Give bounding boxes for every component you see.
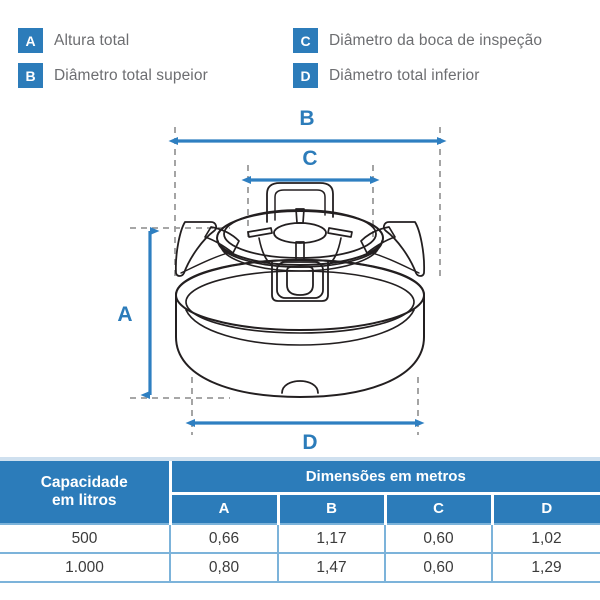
support-leg-right-arm: [360, 226, 396, 254]
hatch-lid-disc: [223, 209, 377, 259]
table-top-rule: [0, 457, 600, 461]
hatch-slot-left: [247, 227, 273, 238]
cell-c: 0,60: [385, 523, 493, 553]
dimension-labels: B C A D: [117, 107, 317, 454]
cell-d: 1,29: [492, 552, 600, 583]
legend-item-b: B Diâmetro total supeior: [18, 63, 208, 88]
cell-b: 1,17: [278, 523, 386, 553]
header-capacity-line2: em litros: [51, 492, 117, 509]
header-col-a: A: [170, 493, 280, 524]
inspection-hatch: [216, 182, 384, 272]
tank-body-outline: [175, 259, 425, 398]
legend-label-c: Diâmetro da boca de inspeção: [329, 31, 543, 49]
tank-dimension-drawing: B C A D: [117, 107, 447, 454]
dimension-label-d: D: [302, 431, 317, 454]
legend: A Altura total B Diâmetro total supeior …: [0, 0, 600, 105]
cell-c: 0,60: [385, 552, 493, 583]
cell-d: 1,02: [492, 523, 600, 553]
cell-capacity: 500: [0, 523, 171, 553]
support-leg-right-fin: [382, 221, 426, 277]
support-leg-left-fin: [174, 221, 218, 277]
table-row: 500 0,66 1,17 0,60 1,02: [0, 523, 600, 553]
hatch-handle: [266, 182, 334, 223]
cell-b: 1,47: [278, 552, 386, 583]
dimension-label-c: C: [302, 147, 317, 170]
support-leg-left-arm: [204, 226, 240, 254]
support-leg-left: [174, 221, 240, 277]
legend-item-a: A Altura total: [18, 28, 129, 53]
dimension-label-b: B: [299, 107, 314, 130]
legend-label-b: Diâmetro total supeior: [54, 66, 208, 84]
hatch-handle-inner: [274, 189, 326, 221]
table-row: 1.000 0,80 1,47 0,60 1,29: [0, 552, 600, 583]
legend-item-d: D Diâmetro total inferior: [293, 63, 479, 88]
table-header-row-1: Capacidade em litros Dimensões em metros: [0, 461, 600, 524]
legend-item-c: C Diâmetro da boca de inspeção: [293, 28, 542, 53]
tank-shoulder-band: [185, 309, 415, 346]
bottom-outlet-dome: [281, 380, 319, 394]
header-col-d: D: [492, 493, 600, 524]
spec-table-container: Capacidade em litros Dimensões em metros…: [0, 457, 600, 583]
dimension-label-a: A: [117, 303, 132, 326]
tank-illustration: [174, 182, 426, 398]
header-dimensions-group: Dimensões em metros: [170, 461, 600, 495]
header-col-c: C: [385, 493, 494, 524]
technical-drawing: B C A D: [0, 105, 600, 457]
hatch-slot-right: [327, 227, 353, 238]
support-leg-left-brace: [180, 251, 232, 274]
table-header-row-2: A B C D: [0, 493, 600, 524]
dimension-lines: [140, 137, 447, 427]
legend-label-d: Diâmetro total inferior: [329, 66, 480, 84]
extension-lines: [130, 127, 441, 435]
legend-badge-c: C: [293, 28, 318, 53]
support-leg-right: [360, 221, 426, 277]
cell-capacity: 1.000: [0, 552, 171, 583]
legend-badge-d: D: [293, 63, 318, 88]
header-col-b: B: [278, 493, 387, 524]
hatch-flange-lower: [220, 246, 380, 272]
hatch-center-boss: [273, 222, 327, 244]
legend-badge-b: B: [18, 63, 43, 88]
header-capacity-line1: Capacidade: [40, 474, 128, 492]
legend-label-a: Altura total: [54, 31, 130, 49]
outlet-body: [276, 261, 324, 299]
dimensions-table: Capacidade em litros Dimensões em metros…: [0, 461, 600, 583]
outlet-collar: [271, 260, 329, 302]
legend-badge-a: A: [18, 28, 43, 53]
cell-a: 0,66: [170, 523, 279, 553]
cell-a: 0,80: [170, 552, 279, 583]
hatch-flange-outer: [216, 210, 384, 266]
header-capacity: Capacidade em litros: [0, 461, 172, 524]
hatch-vent-bar-lower: [295, 241, 305, 261]
hatch-vent-bar-upper: [295, 208, 305, 224]
tank-rim-ellipse-inner: [185, 270, 415, 334]
support-leg-right-brace: [368, 251, 420, 274]
